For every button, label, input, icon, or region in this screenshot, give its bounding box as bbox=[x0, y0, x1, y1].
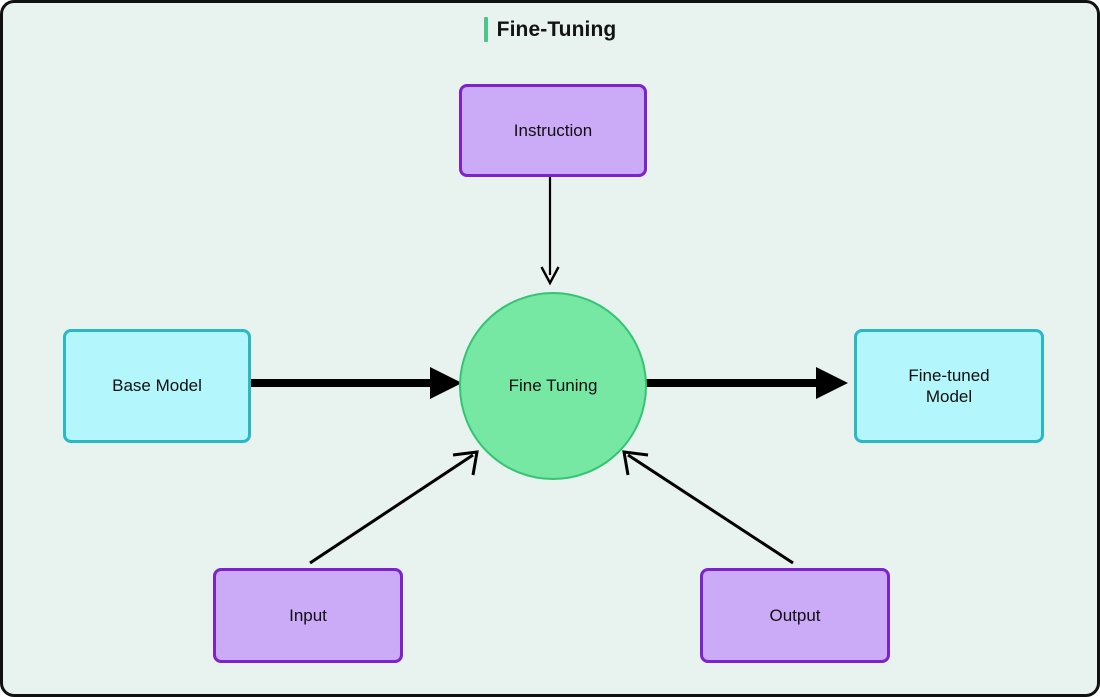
node-fine-tuned-model-label: Fine-tuned Model bbox=[908, 365, 990, 406]
connector-layer bbox=[250, 175, 848, 565]
node-base-model[interactable]: Base Model bbox=[63, 329, 251, 443]
node-base-model-label: Base Model bbox=[112, 376, 202, 396]
edge-fine-tuning-to-fine-tuned bbox=[644, 367, 848, 399]
node-fine-tuned-model[interactable]: Fine-tuned Model bbox=[854, 329, 1044, 443]
node-output-label: Output bbox=[769, 605, 821, 625]
edge-base-model-to-fine-tuning bbox=[250, 367, 462, 399]
node-input-label: Input bbox=[289, 605, 327, 625]
edge-instruction-to-fine-tuning bbox=[540, 175, 560, 286]
node-input[interactable]: Input bbox=[213, 568, 403, 663]
node-fine-tuning[interactable]: Fine Tuning bbox=[459, 292, 647, 480]
node-output[interactable]: Output bbox=[700, 568, 890, 663]
edge-input-to-fine-tuning bbox=[309, 450, 479, 565]
node-instruction-label: Instruction bbox=[513, 120, 593, 140]
node-instruction[interactable]: Instruction bbox=[459, 84, 647, 177]
node-fine-tuning-label: Fine Tuning bbox=[508, 376, 598, 395]
edge-output-to-fine-tuning bbox=[622, 450, 794, 565]
